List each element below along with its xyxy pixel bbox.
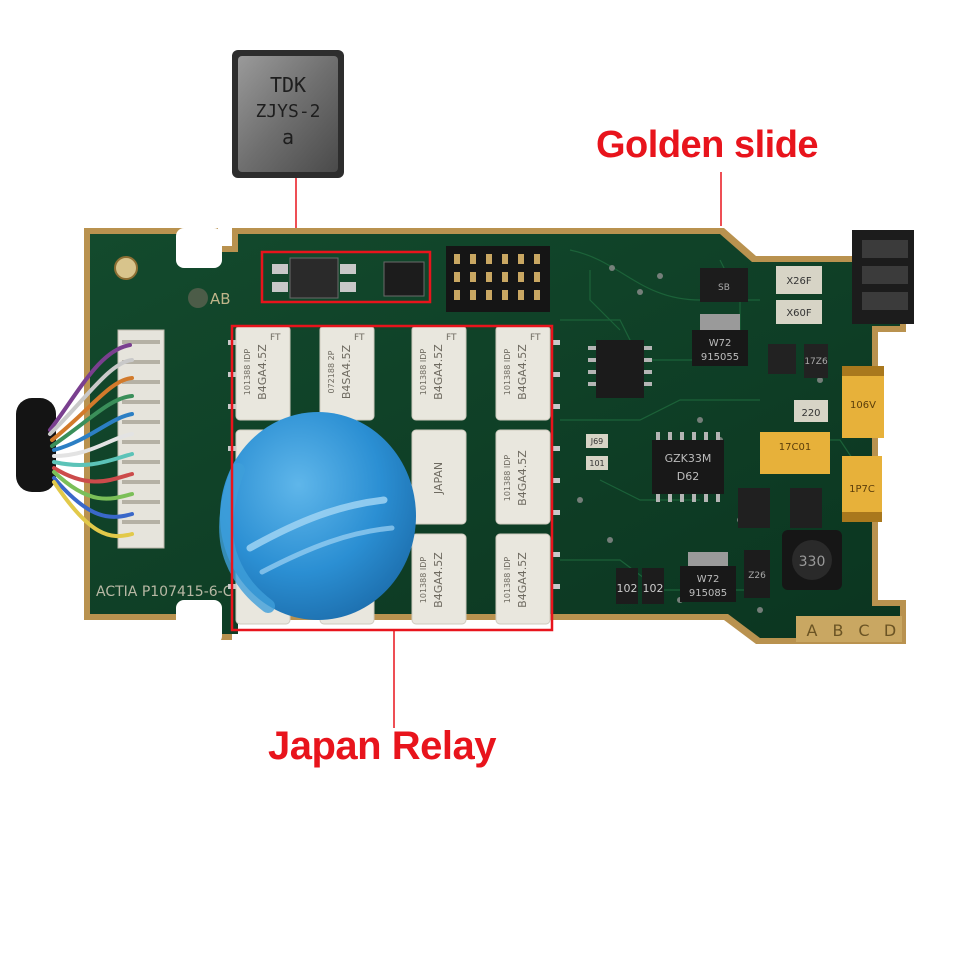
- relay-lot: 101388 IDP: [419, 349, 428, 396]
- relay-brand: FT: [354, 333, 365, 343]
- header-marking-b: X26F: [786, 276, 812, 287]
- small-marking-b: J69: [590, 437, 604, 446]
- relay-brand: FT: [446, 333, 457, 343]
- ind-marking-a: Z26: [748, 571, 766, 581]
- edge-letter-c: C: [858, 621, 869, 640]
- cap-marking-a: 106V: [850, 400, 876, 411]
- relay-lot: 101388 IDP: [503, 557, 512, 604]
- logic-ic-top: GZK33M: [665, 452, 712, 465]
- header-marking-a: X60F: [786, 308, 812, 319]
- relay-model: B4GA4.5Z: [432, 552, 445, 608]
- relay-alt-lot: 072188 2P: [327, 350, 336, 393]
- relay-model: B4GA4.5Z: [516, 344, 529, 400]
- pin-header: [446, 246, 550, 312]
- relay-alt-model: B4SA4.5Z: [340, 344, 353, 399]
- relay-highlight-box: [230, 324, 554, 632]
- ind-marking-b: 17Z6: [804, 357, 828, 367]
- logic-ic-bottom: D62: [677, 470, 699, 483]
- golden-slide-label: Golden slide: [596, 124, 819, 166]
- res-marking-a: 102: [617, 582, 638, 595]
- relay-origin: JAPAN: [432, 462, 445, 495]
- edge-letters: A B C D: [796, 616, 902, 642]
- board-corner-mark: AB: [210, 290, 231, 308]
- edge-letter-a: A: [807, 621, 818, 640]
- relay-lot: 101388 IDP: [243, 349, 252, 396]
- diode-marking: SB: [718, 283, 730, 293]
- reg-b-bottom: 915085: [689, 588, 727, 599]
- res-marking-c: 220: [801, 408, 820, 419]
- small-marking-a: 101: [589, 459, 604, 468]
- relay-brand: FT: [530, 333, 541, 343]
- relay-lot: 101388 IDP: [419, 557, 428, 604]
- chip-text-line2: ZJYS-2: [255, 101, 320, 122]
- relay-lot: 101388 IDP: [503, 455, 512, 502]
- relay-array: B4GA4.5Z B4SA4.5Z B4GA4.5Z B4GA4.5Z 1013…: [228, 325, 560, 625]
- chip-text-line1: TDK: [270, 73, 306, 97]
- coil-marking: 330: [799, 554, 826, 570]
- board-silkscreen: ACTIA P107415-6-C: [96, 584, 233, 600]
- reg-a-bottom: 915055: [701, 352, 739, 363]
- relay-lot: 101388 IDP: [503, 349, 512, 396]
- relay-model: B4GA4.5Z: [256, 344, 269, 400]
- cap-marking-c: 1P7C: [849, 484, 875, 495]
- edge-letter-b: B: [833, 621, 844, 640]
- japan-relay-label: Japan Relay: [268, 724, 496, 768]
- chip-closeup: TDK ZJYS-2 a: [232, 50, 344, 178]
- reg-a-top: W72: [709, 338, 732, 349]
- chip-text-line3: a: [282, 125, 294, 149]
- pcb-board: AB ACTIA P107415-6-C: [16, 228, 914, 644]
- relay-model: B4GA4.5Z: [516, 450, 529, 506]
- relay-model: B4GA4.5Z: [432, 344, 445, 400]
- relay-brand: FT: [270, 333, 281, 343]
- reg-b-top: W72: [697, 574, 720, 585]
- res-marking-b: 102: [643, 582, 664, 595]
- relay-model: B4GA4.5Z: [516, 552, 529, 608]
- edge-letter-d: D: [884, 621, 896, 640]
- chip-highlight-box: [260, 250, 432, 304]
- blue-cover-sticker: [219, 412, 416, 620]
- cap-marking-b: 17C01: [779, 442, 811, 453]
